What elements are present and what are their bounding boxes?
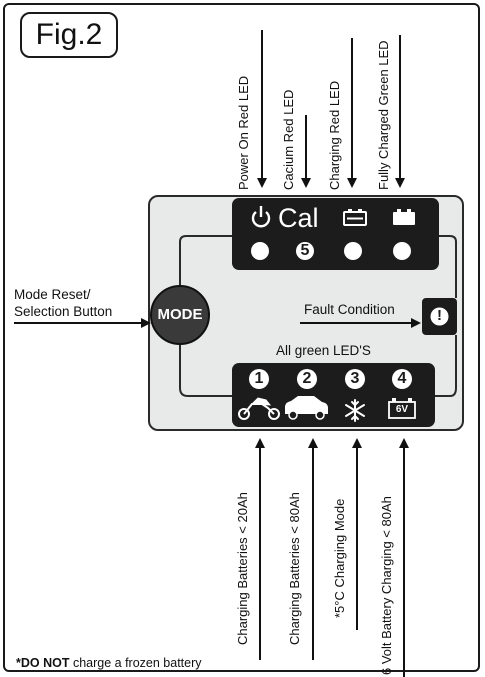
cacium-led-label: Cacium Red LED xyxy=(281,89,296,190)
six-volt-text: 6V xyxy=(395,404,409,415)
mode-number-3: 3 xyxy=(350,370,360,387)
frozen-battery-warning: *DO NOT charge a frozen battery xyxy=(16,656,202,670)
full-charge-led xyxy=(393,242,411,260)
mode-number-1: 1 xyxy=(254,370,264,387)
motorcycle-icon xyxy=(238,397,280,420)
cal-number: 5 xyxy=(300,242,310,259)
mode-led-bar xyxy=(232,363,435,427)
figure-label: Fig.2 xyxy=(20,12,118,58)
fault-icon-circle xyxy=(430,307,449,326)
mode-reset-label-line2: Selection Button xyxy=(14,304,113,319)
mode-reset-label-line1: Mode Reset/ xyxy=(14,287,91,302)
mode-number-4: 4 xyxy=(397,370,407,387)
battery-charging-icon xyxy=(343,209,367,226)
fault-symbol: ! xyxy=(437,307,442,324)
warning-bold: *DO NOT xyxy=(16,656,70,670)
mode-number-2: 2 xyxy=(302,370,312,387)
charging-led xyxy=(344,242,362,260)
mode-button-ring xyxy=(150,285,210,345)
mode-led-3 xyxy=(345,369,365,389)
mode-led-1 xyxy=(249,369,269,389)
panel-circuit-line xyxy=(179,235,457,397)
all-green-leds-label: All green LED'S xyxy=(276,343,371,358)
power-icon xyxy=(251,206,271,228)
snowflake-icon xyxy=(345,399,365,422)
power-on-led-label: Power On Red LED xyxy=(236,75,251,190)
six-volt-battery-icon xyxy=(388,398,416,419)
battery-full-icon xyxy=(393,209,415,225)
cal-led-number-badge xyxy=(296,242,314,260)
power-led xyxy=(251,242,269,260)
mode-2-label: Charging Batteries < 80Ah xyxy=(287,492,302,645)
status-led-bar xyxy=(232,198,439,270)
mode-4-label: 6 Volt Battery Charging < 80Ah xyxy=(379,496,394,675)
mode-led-2 xyxy=(297,369,317,389)
mode-1-label: Charging Batteries < 20Ah xyxy=(235,492,250,645)
warning-text: charge a frozen battery xyxy=(69,656,202,670)
mode-button[interactable]: MODE xyxy=(157,306,203,323)
car-icon xyxy=(285,396,328,420)
outer-frame xyxy=(3,3,480,672)
fully-charged-led-label: Fully Charged Green LED xyxy=(376,40,391,190)
fault-condition-label: Fault Condition xyxy=(304,302,395,317)
cal-text: Cal xyxy=(278,203,319,233)
mode-3-label: *5°C Charging Mode xyxy=(332,498,347,618)
charging-led-label: Charging Red LED xyxy=(327,80,342,190)
mode-led-4 xyxy=(392,369,412,389)
